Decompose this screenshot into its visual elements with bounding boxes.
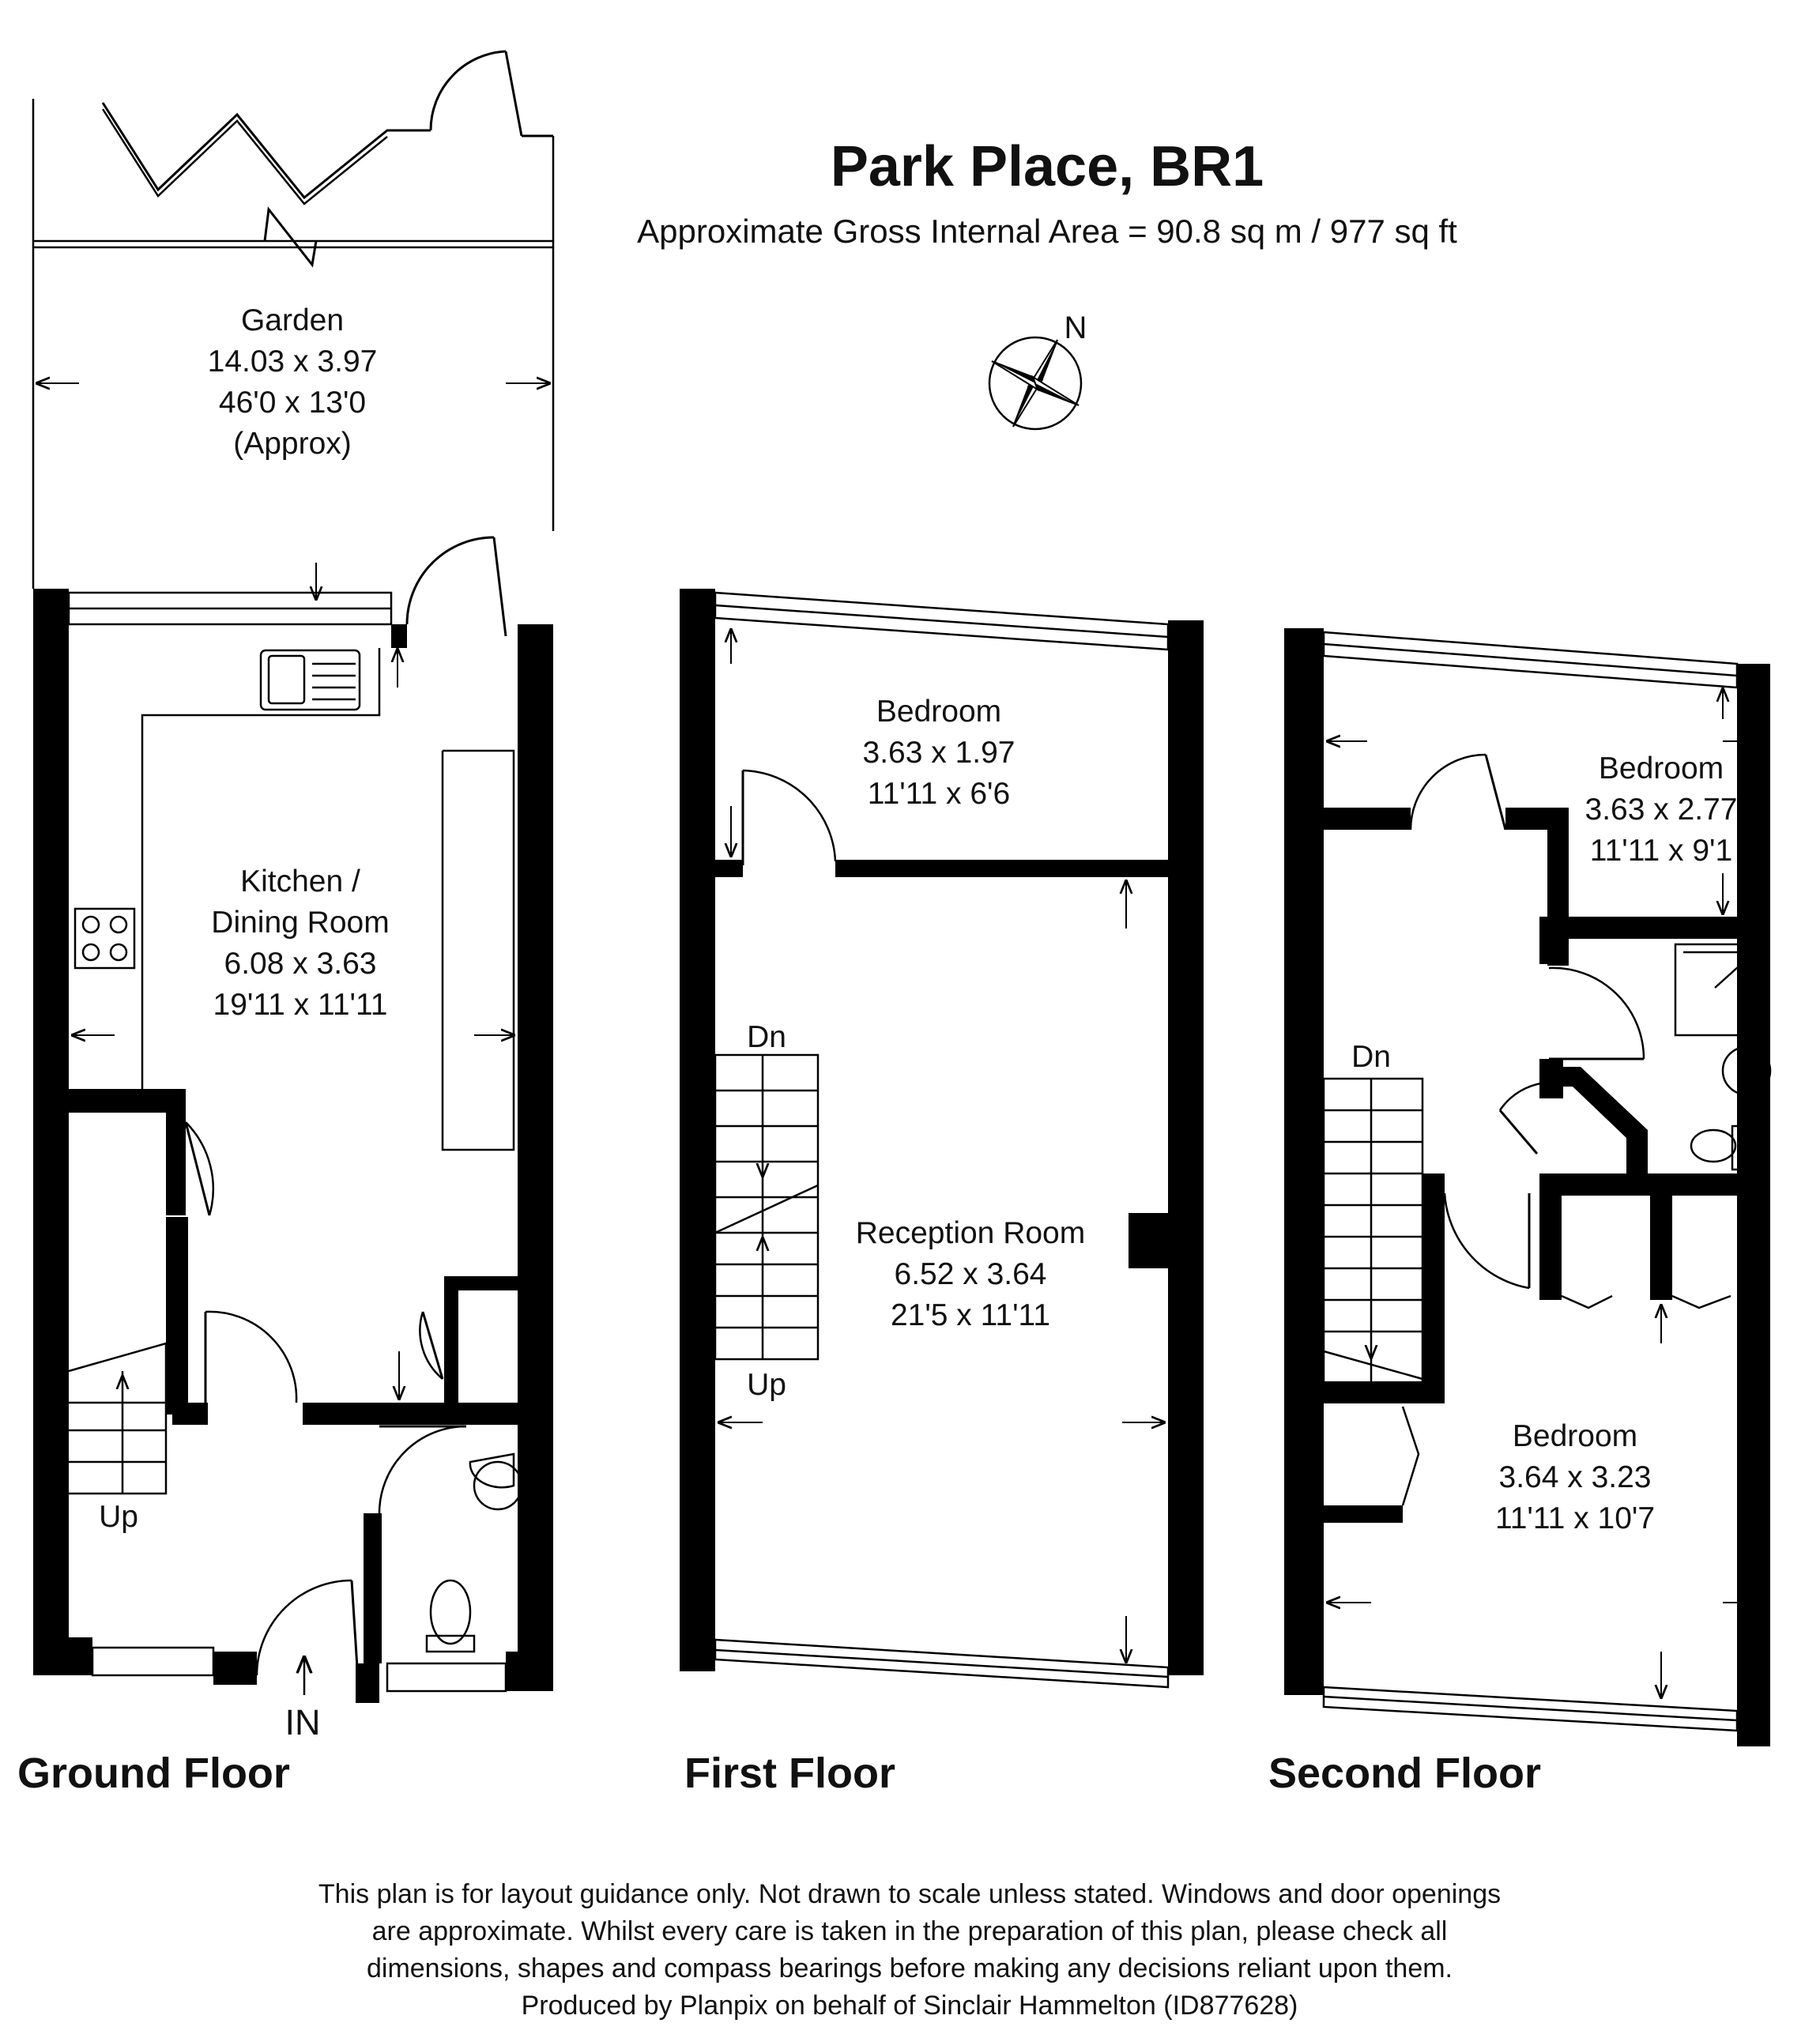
second-floor-title: Second Floor xyxy=(1268,1750,1541,1797)
ground-floor-title: Ground Floor xyxy=(17,1750,290,1797)
second-small-bedroom-metric: 3.63 x 2.77 xyxy=(1585,793,1738,827)
first-bedroom-imperial: 11'11 x 6'6 xyxy=(868,777,1010,811)
reception-label: Reception Room xyxy=(856,1216,1085,1250)
kitchen-label: Kitchen / xyxy=(240,865,360,898)
first-stairs-down-label: Dn xyxy=(747,1020,786,1054)
garden-imperial: 46'0 x 13'0 xyxy=(219,386,366,420)
second-stairs-down-label: Dn xyxy=(1351,1040,1391,1074)
reception-metric: 6.52 x 3.64 xyxy=(895,1257,1047,1291)
second-small-bedroom-label: Bedroom xyxy=(1599,752,1724,785)
first-floor-title: First Floor xyxy=(684,1750,895,1797)
second-large-bedroom-label: Bedroom xyxy=(1513,1419,1637,1453)
garden-metric: 14.03 x 3.97 xyxy=(208,345,378,379)
garden-label: Garden xyxy=(241,303,344,337)
disclaimer-line-2: are approximate. Whilst every care is ta… xyxy=(372,1916,1448,1946)
reception-imperial: 21'5 x 11'11 xyxy=(891,1298,1050,1332)
garden-approx: (Approx) xyxy=(233,427,352,461)
first-bedroom-label: Bedroom xyxy=(876,695,1001,729)
kitchen-label-2: Dining Room xyxy=(211,906,389,940)
entrance-label: IN xyxy=(285,1702,321,1742)
ground-floor-plan xyxy=(32,50,555,1703)
compass-rose-icon xyxy=(988,336,1083,431)
kitchen-metric: 6.08 x 3.63 xyxy=(224,947,377,981)
second-small-bedroom-imperial: 11'11 x 9'1 xyxy=(1590,834,1732,868)
plan-title: Park Place, BR1 xyxy=(831,135,1264,198)
first-bedroom-metric: 3.63 x 1.97 xyxy=(863,736,1016,770)
disclaimer-line-1: This plan is for layout guidance only. N… xyxy=(318,1879,1501,1909)
compass-north-label: N xyxy=(1064,311,1087,345)
gross-area-text: Approximate Gross Internal Area = 90.8 s… xyxy=(637,213,1457,250)
first-floor-plan xyxy=(680,589,1204,1689)
ground-stairs-up-label: Up xyxy=(99,1500,138,1534)
disclaimer-line-3: dimensions, shapes and compass bearings … xyxy=(367,1953,1453,1983)
first-stairs-up-label: Up xyxy=(747,1368,786,1402)
kitchen-imperial: 19'11 x 11'11 xyxy=(213,988,388,1022)
second-large-bedroom-imperial: 11'11 x 10'7 xyxy=(1495,1501,1655,1535)
second-large-bedroom-metric: 3.64 x 3.23 xyxy=(1499,1460,1652,1494)
disclaimer-line-4: Produced by Planpix on behalf of Sinclai… xyxy=(522,1991,1298,2021)
second-floor-plan xyxy=(1284,628,1772,1746)
